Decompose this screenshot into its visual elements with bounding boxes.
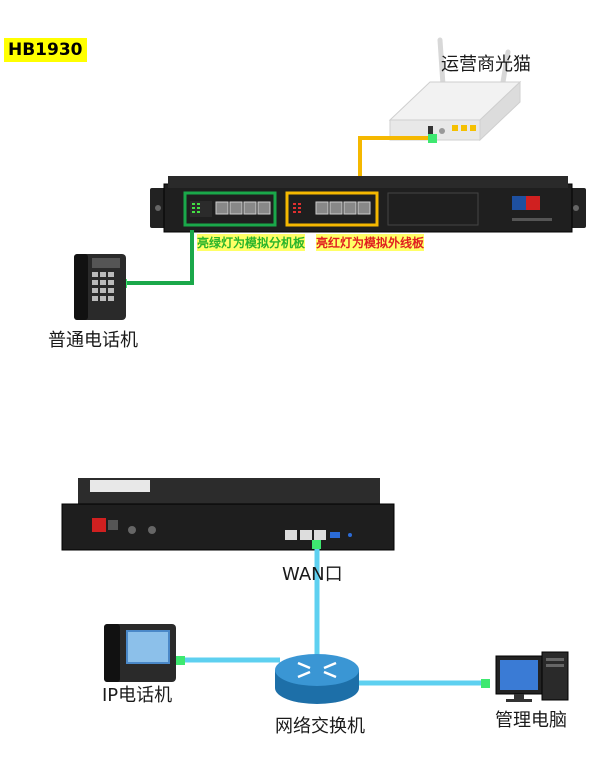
connector-icon xyxy=(481,679,490,688)
hb1930-front-device xyxy=(150,176,586,233)
extension-line xyxy=(120,230,194,285)
red-board-label: 亮红灯为模拟外线板 xyxy=(316,234,425,251)
switch-label: 网络交换机 xyxy=(275,716,365,737)
phone-label: 普通电话机 xyxy=(48,330,138,351)
ip-phone-label: IP电话机 xyxy=(102,685,173,706)
analog-trunk-board xyxy=(285,191,379,227)
management-pc-icon xyxy=(495,651,569,702)
pc-label: 管理电脑 xyxy=(495,710,567,731)
model-title: HB1930 xyxy=(4,38,87,62)
analog-extension-board xyxy=(183,191,277,227)
connector-icon xyxy=(428,134,437,143)
onu-label: 运营商光猫 xyxy=(441,54,531,75)
green-board-label: 亮绿灯为模拟分机板 xyxy=(197,234,306,251)
hb1930-rear-device xyxy=(61,478,395,551)
network-switch-icon xyxy=(275,654,359,704)
analog-phone-icon xyxy=(74,254,126,320)
onu-router-icon xyxy=(388,37,522,142)
connector-icon xyxy=(176,656,185,665)
ip-phone-icon xyxy=(104,624,176,682)
connector-icon xyxy=(312,540,321,549)
fiber-to-trunk-line xyxy=(358,136,432,190)
wan-label: WAN口 xyxy=(282,564,343,585)
